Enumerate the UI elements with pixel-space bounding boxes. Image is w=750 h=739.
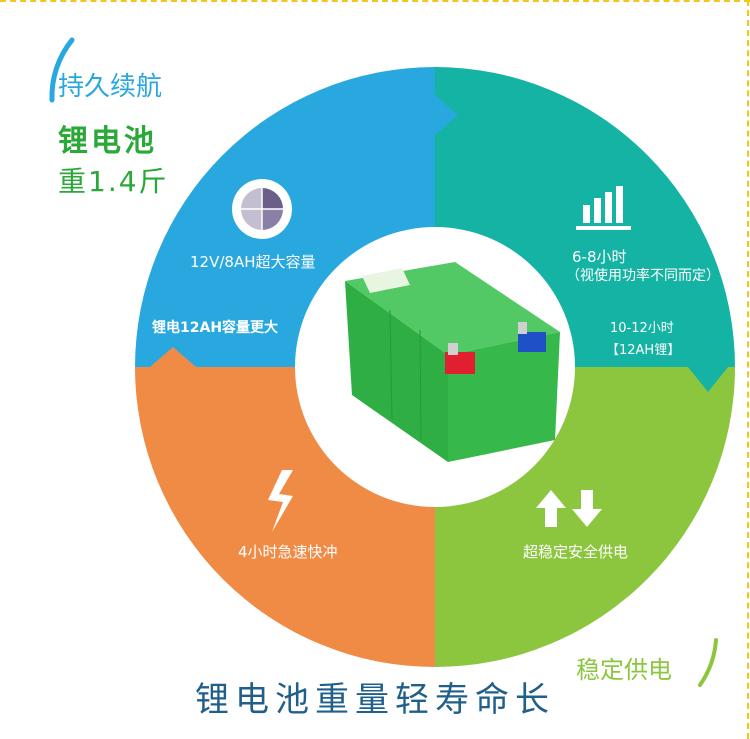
battery-image	[345, 262, 560, 462]
orange-notch	[150, 347, 196, 367]
right-dashed-border	[747, 0, 749, 739]
lithium-runtime-note: 【12AH锂】	[606, 343, 681, 358]
runtime-note: （视使用功率不同而定）	[566, 268, 720, 284]
lithium-capacity-note: 锂电12AH容量更大	[152, 320, 279, 336]
bottom-right-arc	[698, 638, 718, 687]
lightning-icon	[268, 470, 293, 532]
product-name: 锂电池	[58, 124, 157, 159]
orange-side-notch	[412, 600, 435, 640]
stable-power-label: 稳定供电	[576, 656, 672, 684]
capacity-label: 12V/8AH超大容量	[190, 253, 316, 271]
pie-chart-icon	[232, 179, 292, 239]
lithium-runtime-hours: 10-12小时	[610, 321, 674, 336]
top-dashed-border	[0, 0, 750, 2]
top-left-arc	[49, 37, 75, 103]
teal-notch	[688, 367, 728, 392]
runtime-hours: 6-8小时	[572, 248, 627, 266]
up-down-arrows-icon	[536, 490, 602, 527]
tagline: 持久续航	[58, 72, 163, 102]
fast-charge-label: 4小时急速快冲	[238, 543, 338, 561]
product-weight: 重1.4斤	[58, 165, 169, 198]
blue-notch	[435, 95, 458, 135]
bottom-slogan: 锂电池重量轻寿命长	[195, 680, 555, 720]
stable-supply-label: 超稳定安全供电	[523, 543, 629, 561]
bar-chart-icon	[576, 186, 631, 230]
